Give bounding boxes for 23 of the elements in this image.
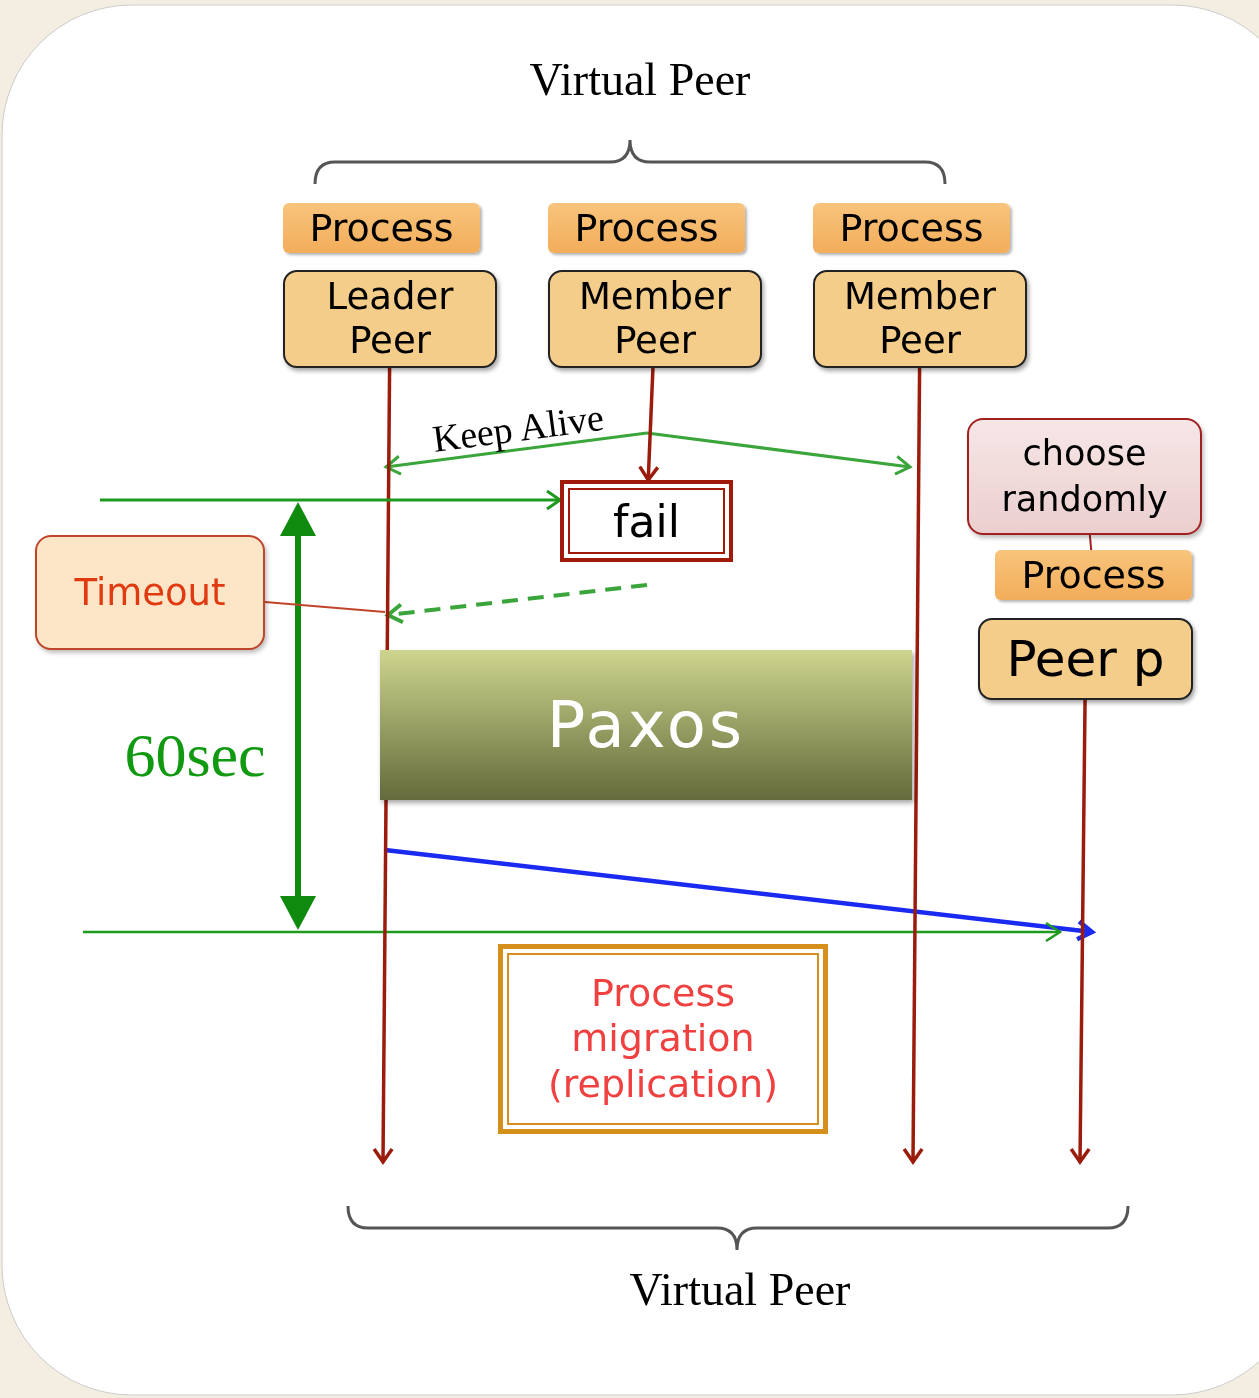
duration-label: 60sec [124, 724, 266, 786]
peer-box: Member Peer [548, 270, 762, 368]
title-label: Virtual Peer [629, 1267, 851, 1313]
fail-box: fail [560, 480, 733, 562]
arrow [100, 489, 562, 511]
process-tab: Process [995, 550, 1192, 600]
message-label: Keep Alive [430, 397, 606, 459]
arrow [1069, 700, 1091, 1164]
process-tab: Process [813, 203, 1010, 253]
migration-stamp: Process migration (replication) [498, 944, 828, 1134]
peer-box: Peer p [978, 618, 1193, 700]
title-label: Virtual Peer [529, 57, 751, 103]
arrow [638, 367, 660, 482]
peer-box: Member Peer [813, 270, 1027, 368]
process-tab: Process [548, 203, 745, 253]
process-tab: Process [283, 203, 480, 253]
arrow [902, 368, 924, 1164]
note-callout: choose randomly [967, 418, 1202, 535]
timeout-callout: Timeout [35, 535, 265, 650]
paxos-bar: Paxos [380, 650, 912, 800]
leader-line [1088, 534, 1093, 551]
leader-line [264, 601, 386, 613]
peer-box: Leader Peer [283, 270, 497, 368]
